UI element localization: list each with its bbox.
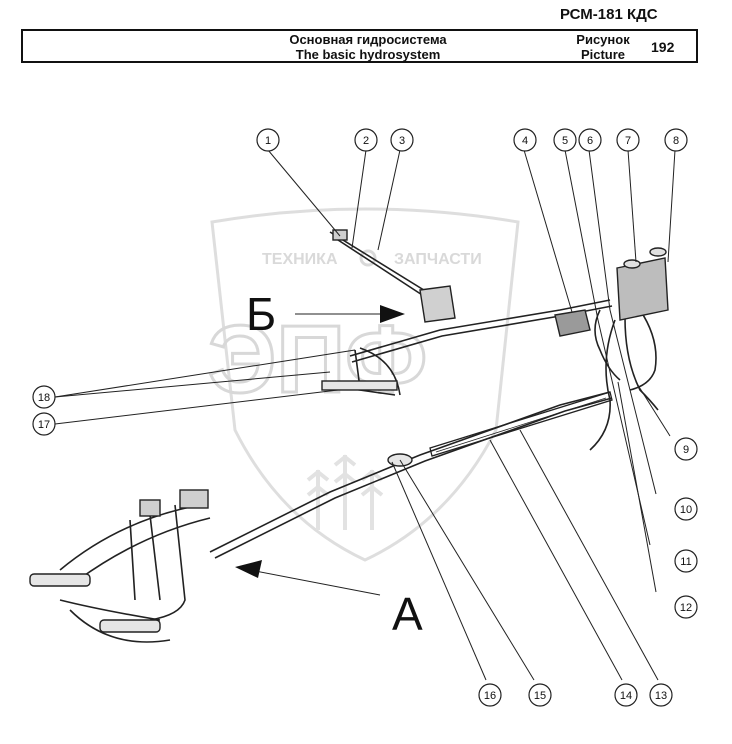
view-label-a: А: [392, 588, 423, 640]
callout-13: 13: [655, 690, 667, 702]
callout-circles: [32, 128, 698, 707]
distributor-block: [179, 489, 209, 509]
title-ru: Основная гидросистема: [289, 32, 447, 47]
arrow-heads: [235, 305, 405, 578]
wheat-emblem: [306, 454, 384, 530]
valve-block: [139, 499, 161, 517]
title-en: The basic hydrosystem: [295, 47, 441, 62]
callout-6: 6: [587, 135, 593, 147]
callout-2: 2: [363, 135, 369, 147]
callout-7: 7: [625, 135, 631, 147]
oil-tank: [616, 257, 669, 321]
steering-unit: [419, 285, 456, 323]
callout-8: 8: [673, 135, 679, 147]
callout-17: 17: [38, 419, 50, 431]
view-label-b: Б: [246, 288, 276, 340]
callout-11: 11: [680, 556, 691, 568]
callout-5: 5: [562, 135, 568, 147]
pump-block: [554, 309, 591, 337]
components: [29, 229, 669, 633]
watermark-right-word: ЗАПЧАСТИ: [394, 251, 482, 268]
callout-numbers: 1 2 3 4 5 6 7 8 9 10 11 12 13 14 15 16 1…: [38, 135, 692, 702]
cylinder-17: [321, 380, 398, 391]
title-frame: Основная гидросистема The basic hydrosys…: [21, 29, 698, 63]
callout-9: 9: [683, 444, 689, 456]
callout-16: 16: [484, 690, 496, 702]
title-block: Основная гидросистема The basic hydrosys…: [253, 32, 483, 62]
watermark-left-word: ТЕХНИКА: [262, 251, 338, 268]
picture-number: 192: [651, 39, 675, 55]
callout-1: 1: [265, 135, 271, 147]
callout-18: 18: [38, 392, 50, 404]
leader-lines: [54, 149, 676, 681]
valve-1: [332, 229, 348, 241]
picture-label-ru: Рисунок: [576, 32, 630, 47]
callout-15: 15: [534, 690, 546, 702]
watermark-shield: ТЕХНИКА ЗАПЧАСТИ ЭПФ: [207, 207, 520, 562]
cylinder-left: [29, 573, 91, 587]
callout-12: 12: [680, 602, 692, 614]
watermark-big-letters: ЭПФ: [208, 306, 427, 413]
callout-10: 10: [680, 504, 692, 516]
hydraulic-lines: [59, 231, 659, 643]
model-code: РСМ-181 КДС: [560, 6, 658, 23]
picture-label-en: Picture: [580, 47, 626, 62]
callout-4: 4: [522, 135, 528, 147]
picture-label-block: Рисунок Picture: [563, 32, 643, 62]
cylinder-right: [99, 619, 161, 633]
callout-14: 14: [620, 690, 632, 702]
callout-3: 3: [399, 135, 405, 147]
gear-icon: [359, 249, 377, 267]
